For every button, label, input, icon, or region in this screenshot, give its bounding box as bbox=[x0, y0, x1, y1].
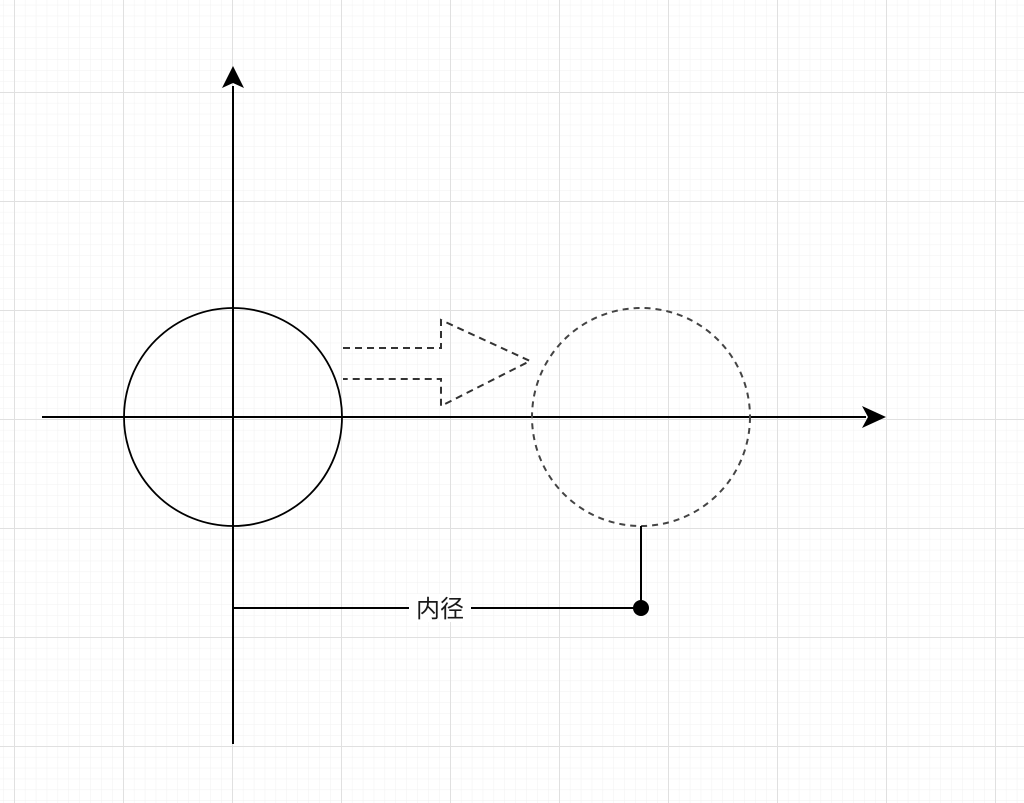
dimension-endpoint-dot bbox=[633, 600, 649, 616]
translation-arrow bbox=[343, 318, 533, 408]
label-background bbox=[409, 594, 471, 622]
origin-circle bbox=[123, 307, 343, 527]
x-axis-arrowhead bbox=[862, 406, 886, 428]
inner-diameter-label: 内径 bbox=[416, 595, 464, 623]
y-axis bbox=[222, 66, 244, 744]
moved-circle-dashed bbox=[531, 307, 751, 527]
x-axis bbox=[42, 406, 886, 428]
y-axis-arrowhead bbox=[222, 66, 244, 88]
